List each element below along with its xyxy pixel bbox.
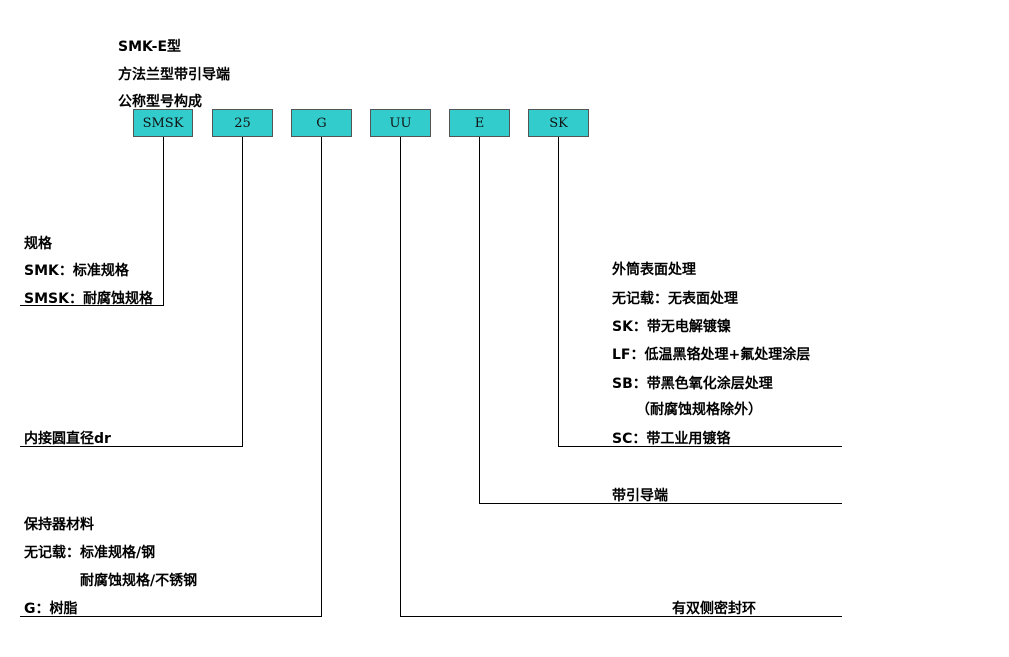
code-box-spec: SMSK — [133, 109, 193, 137]
spec-item-corrosion-resistant: SMSK：耐腐蚀规格 — [24, 291, 153, 307]
code-box-seal: UU — [370, 109, 431, 137]
spec-item-standard: SMK：标准规格 — [24, 263, 129, 279]
connector-retainer-horizontal — [20, 616, 322, 617]
surface-item-sb-note: （耐腐蚀规格除外） — [636, 402, 762, 418]
connector-spec-horizontal — [20, 305, 164, 306]
seal-label: 有双侧密封环 — [672, 601, 756, 617]
surface-heading: 外筒表面处理 — [612, 262, 696, 278]
code-box-guide-end: E — [449, 109, 510, 137]
surface-item-sb: SB：带黑色氧化涂层处理 — [612, 376, 773, 392]
connector-seal-horizontal — [400, 616, 842, 617]
title-model: SMK-E型 — [118, 39, 182, 55]
surface-item-lf: LF：低温黑铬处理+氟处理涂层 — [612, 347, 811, 363]
connector-diameter-vertical — [242, 137, 243, 447]
guide-end-label: 带引导端 — [612, 488, 668, 504]
connector-diameter-horizontal — [20, 446, 243, 447]
retainer-item-resin: G：树脂 — [24, 601, 78, 617]
connector-spec-vertical — [163, 137, 164, 306]
title-nominal-structure: 公称型号构成 — [118, 94, 202, 110]
connector-surface-vertical — [558, 137, 559, 447]
retainer-item-standard: 无记载：标准规格/钢 — [24, 545, 156, 561]
inner-diameter-label: 内接圆直径dr — [24, 431, 111, 447]
connector-surface-horizontal — [558, 446, 842, 447]
surface-item-none: 无记载：无表面处理 — [612, 291, 738, 307]
surface-item-sk: SK：带无电解镀镍 — [612, 319, 731, 335]
connector-retainer-vertical — [321, 137, 322, 617]
code-box-surface: SK — [528, 109, 589, 137]
retainer-item-stainless: 耐腐蚀规格/不锈钢 — [80, 573, 198, 589]
title-flange-type: 方法兰型带引导端 — [118, 67, 230, 83]
connector-guide-end-vertical — [479, 137, 480, 504]
surface-item-sc: SC：带工业用镀铬 — [612, 431, 731, 447]
spec-heading: 规格 — [24, 236, 52, 252]
connector-guide-end-horizontal — [479, 503, 842, 504]
code-box-retainer: G — [291, 109, 352, 137]
connector-seal-vertical — [400, 137, 401, 617]
code-box-diameter: 25 — [212, 109, 273, 137]
retainer-heading: 保持器材料 — [24, 517, 94, 533]
